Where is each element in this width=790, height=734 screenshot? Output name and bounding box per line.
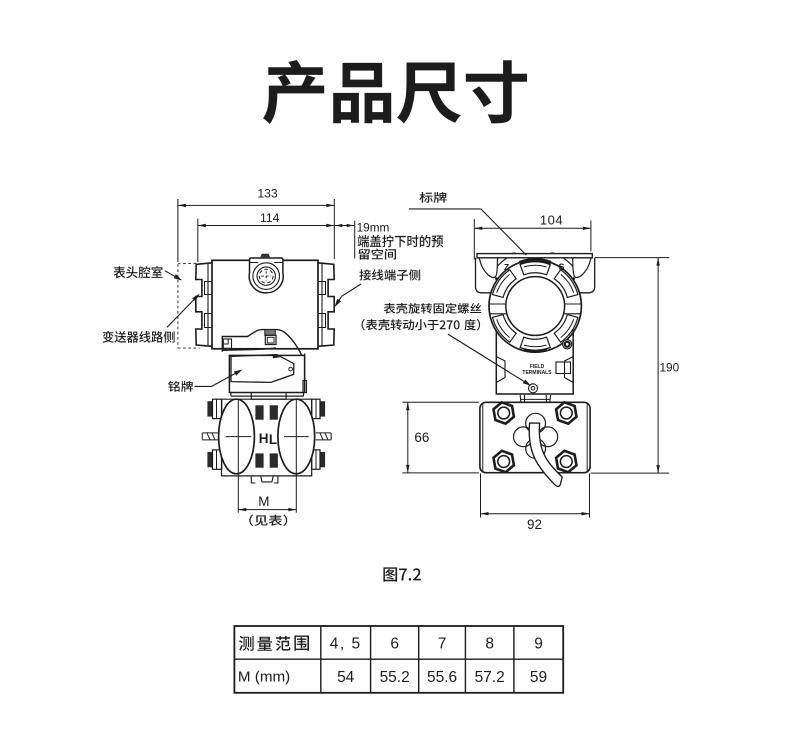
svg-text:59: 59 (530, 669, 547, 686)
svg-text:7: 7 (438, 636, 447, 653)
svg-text:92: 92 (527, 517, 542, 532)
svg-text:55.6: 55.6 (427, 669, 457, 686)
svg-text:104: 104 (540, 212, 563, 227)
svg-text:133: 133 (257, 187, 278, 201)
svg-text:L: L (269, 432, 277, 447)
svg-text:114: 114 (260, 211, 280, 225)
svg-text:M: M (258, 494, 269, 509)
svg-text:H: H (259, 431, 269, 446)
svg-text:55.2: 55.2 (380, 669, 410, 686)
svg-text:9: 9 (534, 636, 543, 653)
svg-text:19mm: 19mm (357, 221, 390, 235)
svg-text:6: 6 (390, 636, 399, 653)
svg-text:57.2: 57.2 (475, 669, 505, 686)
svg-text:TERMINALS: TERMINALS (522, 370, 552, 376)
svg-text:4, 5: 4, 5 (330, 636, 362, 653)
svg-text:Z: Z (504, 262, 509, 272)
svg-text:190: 190 (660, 361, 680, 375)
svg-text:M (mm): M (mm) (238, 669, 290, 686)
svg-text:FIELD: FIELD (530, 364, 545, 370)
svg-text:S: S (559, 262, 565, 272)
svg-text:66: 66 (414, 430, 429, 445)
svg-text:54: 54 (337, 669, 355, 686)
svg-text:8: 8 (485, 636, 494, 653)
